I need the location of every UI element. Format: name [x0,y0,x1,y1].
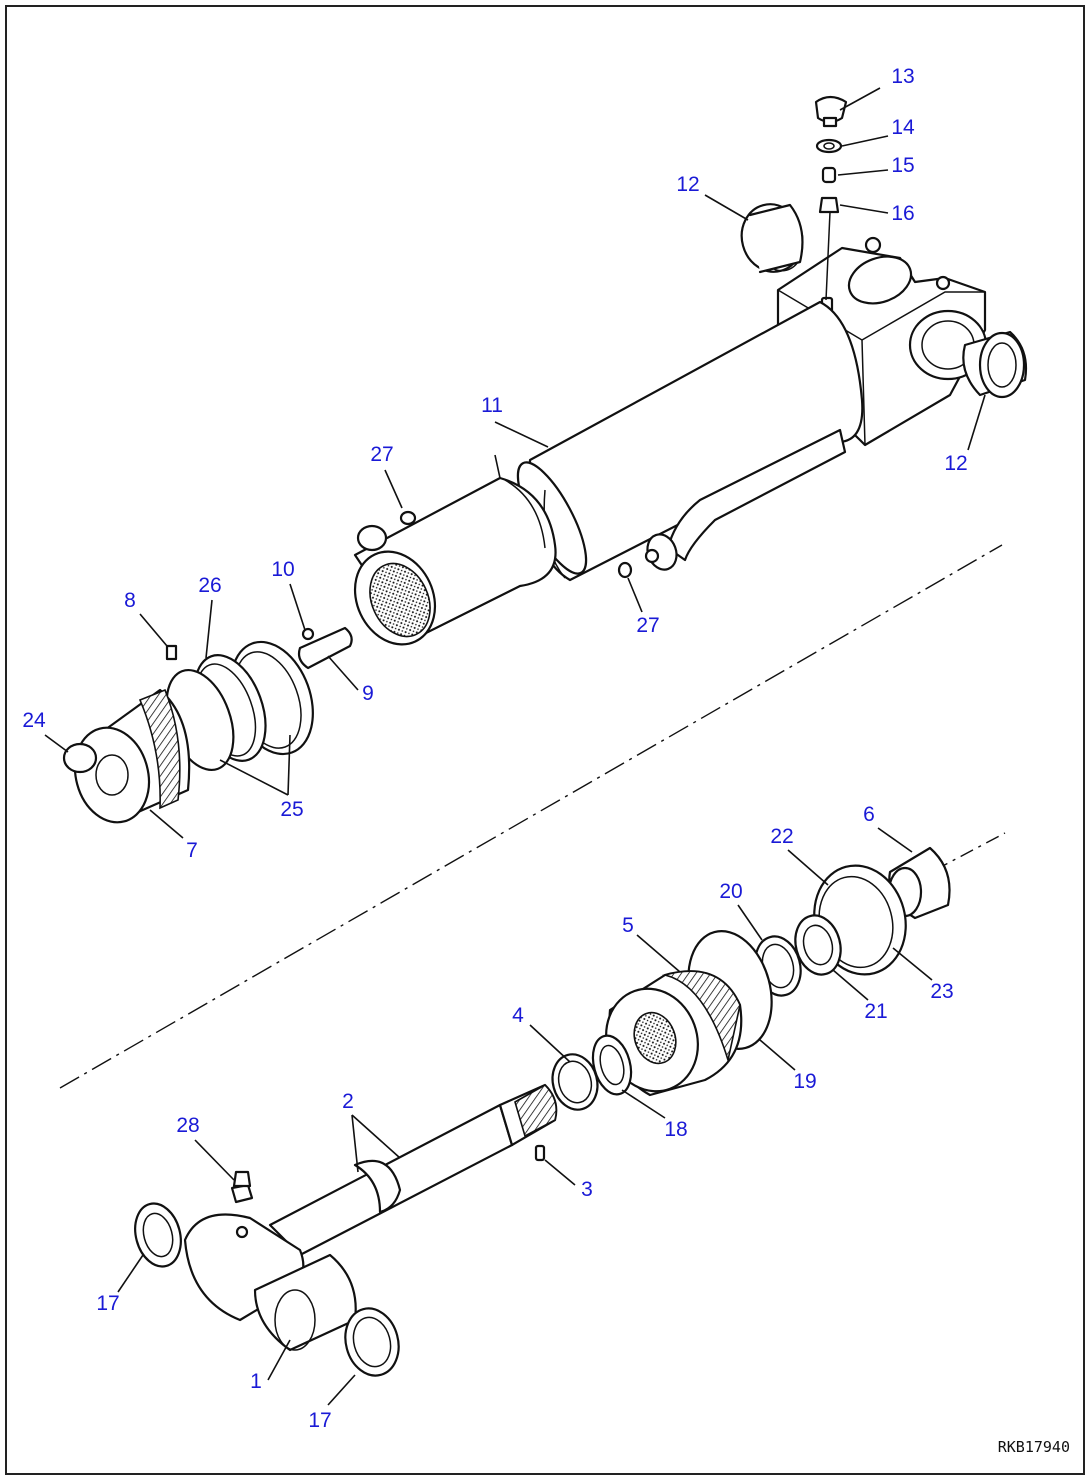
callout-9: 9 [362,682,374,705]
piston-snap-ring [62,742,98,774]
callout-7: 7 [186,839,198,862]
callout-14: 14 [891,116,915,139]
dust-seal-17-left [134,1202,182,1268]
callout-17-left: 17 [96,1292,119,1315]
callout-24: 24 [22,709,46,732]
leader-lines [44,87,986,1406]
cylinder-tube [516,236,988,582]
callout-21: 21 [864,1000,887,1023]
dust-seal-17-right [344,1307,400,1377]
callout-22: 22 [770,825,793,848]
bushing-upper [740,203,804,274]
bushing-6 [887,846,951,920]
callout-25: 25 [280,798,303,821]
centerline-right [934,832,1006,871]
o-ring-27-upper [399,510,417,526]
callout-2: 2 [342,1090,354,1113]
callout-12-upper: 12 [676,173,699,196]
piston-rod [268,1083,558,1257]
callout-11: 11 [481,394,503,417]
callout-27-upper: 27 [370,443,393,466]
drawing-code: RKB17940 [998,1438,1070,1456]
piston [73,688,191,824]
callout-12-right: 12 [944,452,967,475]
tube-end [353,476,557,646]
callout-28: 28 [176,1114,199,1137]
callout-23: 23 [930,980,953,1003]
callout-27-lower: 27 [636,614,659,637]
set-pin [301,627,315,641]
drawing-border [5,5,1085,1475]
centerline-divider [59,544,1003,1089]
callout-18: 18 [664,1118,687,1141]
piston-rings [165,640,314,772]
grease-fitting-28 [230,1183,254,1204]
callout-labels: 1 2 3 4 5 6 7 8 9 10 11 12 12 13 14 15 1… [22,65,967,1432]
callout-4: 4 [512,1004,524,1027]
dowel [297,626,353,670]
callout-10: 10 [271,558,294,581]
callout-13: 13 [891,65,914,88]
bushing-right [962,330,1028,399]
callout-8: 8 [124,589,136,612]
callout-15: 15 [891,154,914,177]
rod-eye [183,1213,357,1352]
callout-16: 16 [891,202,914,225]
callout-17-bottom: 17 [308,1409,331,1432]
callout-19: 19 [793,1070,816,1093]
callout-26: 26 [198,574,221,597]
set-screw [165,644,178,661]
callout-3: 3 [581,1178,593,1201]
callout-20: 20 [719,880,742,903]
o-ring-27-lower [617,561,633,579]
screw-3 [534,1144,546,1162]
callout-5: 5 [622,914,634,937]
callout-6: 6 [863,803,875,826]
grease-fitting-stack [814,95,848,301]
callout-1: 1 [250,1370,262,1393]
